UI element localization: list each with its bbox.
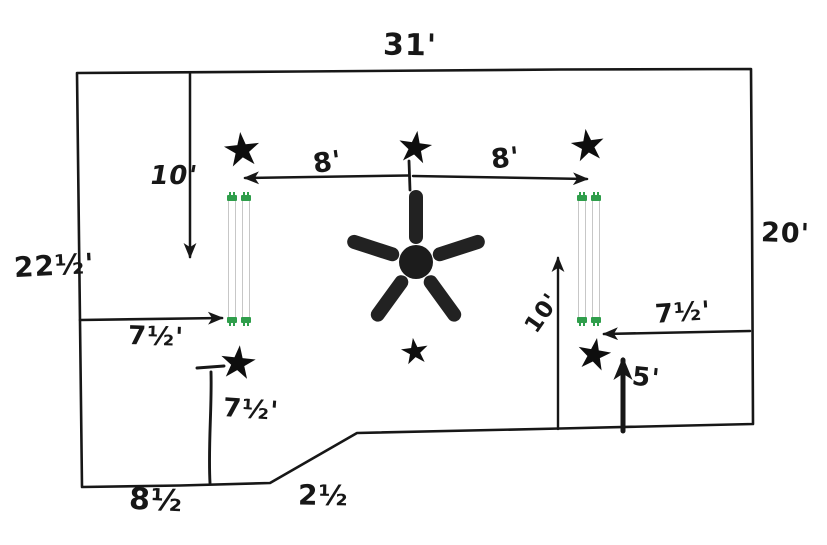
label-right-offset: 7½' — [654, 296, 712, 330]
star-light-icon: ★ — [218, 120, 266, 179]
label-right-height: 20' — [760, 217, 811, 250]
lower-left-measure-tbar — [195, 364, 226, 370]
label-top-width: 31' — [382, 27, 438, 64]
label-left-height: 22½' — [13, 246, 96, 285]
label-bottom-diagonal: 2½ — [297, 478, 349, 513]
label-bay-right: 8' — [489, 141, 522, 176]
star-light-icon: ★ — [570, 326, 618, 383]
lower-left-measure-line — [207, 370, 213, 485]
label-bottom-left-width: 8½ — [128, 481, 184, 520]
label-bay-left: 8' — [310, 145, 345, 180]
left-offset-arrow — [78, 311, 224, 325]
label-left-drop: 10' — [147, 161, 200, 191]
star-light-icon: ★ — [392, 120, 438, 176]
ceiling-fan-icon — [347, 190, 485, 322]
fluorescent-tubes-icon — [227, 192, 253, 326]
label-left-offset: 7½' — [127, 321, 185, 353]
star-light-icon: ★ — [565, 118, 611, 174]
star-light-icon: ★ — [215, 333, 261, 391]
bay-left-dimension-arrow — [243, 171, 411, 185]
bay-right-dimension-arrow — [411, 172, 589, 186]
label-right-bottom-rise: 5' — [630, 361, 662, 395]
right-offset-arrow — [602, 327, 752, 341]
fluorescent-tubes-icon — [577, 192, 603, 326]
bay-dimension-tick — [407, 159, 412, 192]
star-light-icon: ★ — [396, 330, 434, 375]
label-lower-left-offset: 7½' — [222, 393, 280, 427]
room-outline — [75, 67, 755, 489]
